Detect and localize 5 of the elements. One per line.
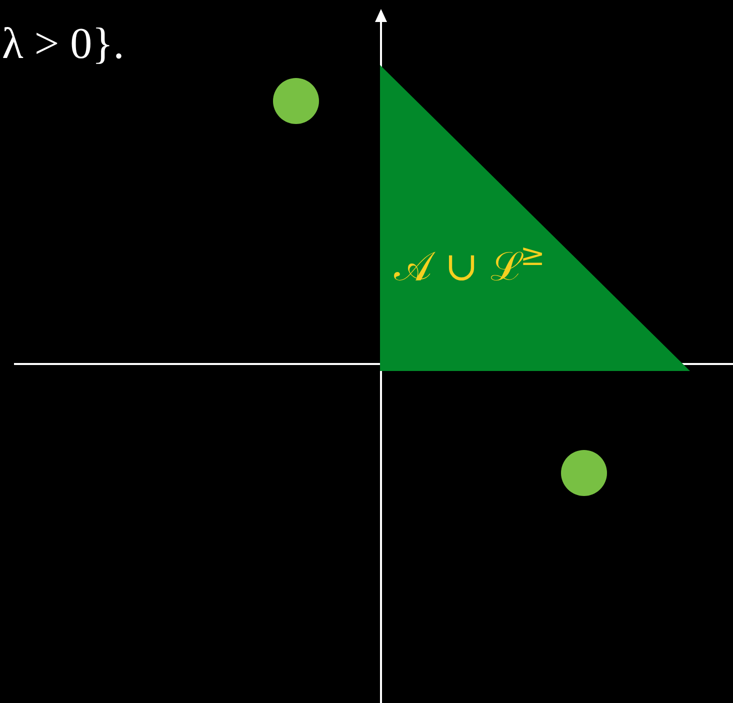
region-label: 𝒜 ∪ ℒ$^{≥}$ [394,247,546,287]
point-marker [273,78,319,124]
point-marker [561,450,607,496]
region-triangle [380,65,690,371]
math-text: λ > 0}. [2,22,124,66]
